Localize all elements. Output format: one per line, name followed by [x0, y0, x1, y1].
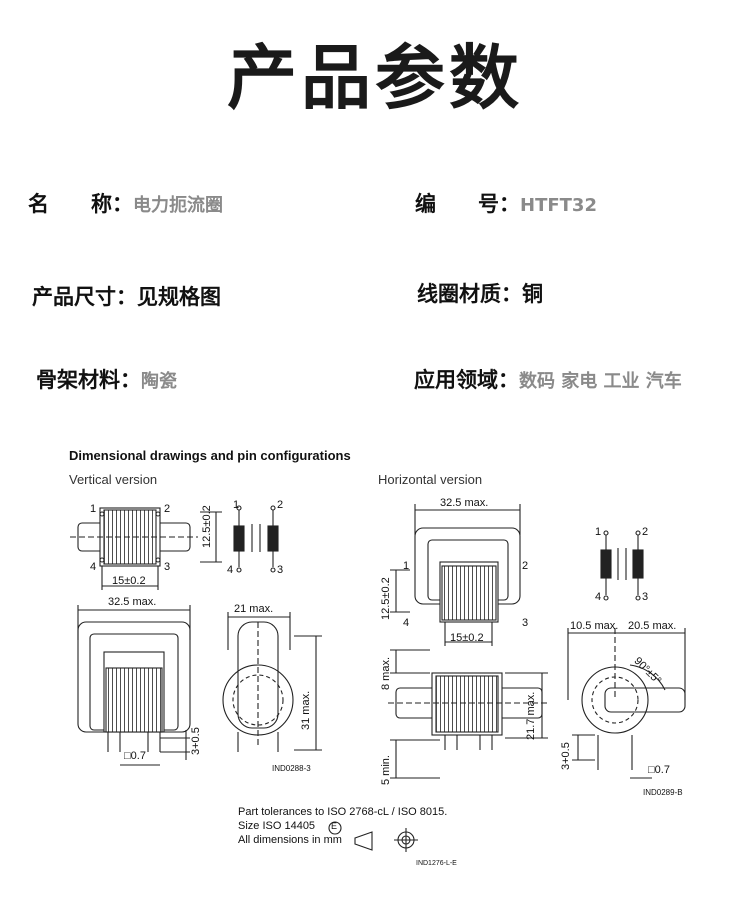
- horizontal-schematic: [600, 530, 644, 601]
- h-body-max: 21.7 max.: [525, 691, 537, 740]
- vertical-side-view: [222, 612, 322, 752]
- projection-symbol: [328, 821, 418, 852]
- drawing-heading: Dimensional drawings and pin configurati…: [69, 448, 351, 463]
- h-pin-2: 2: [522, 560, 529, 572]
- horizontal-side-view: [567, 628, 686, 779]
- v-height-max: 31 max.: [300, 690, 312, 730]
- v-height: 12.5±0.2: [201, 505, 213, 548]
- h-pin-square: □0.7: [648, 764, 670, 776]
- v-pin-4: 4: [90, 561, 97, 573]
- param-application: 应用领域：数码 家电 工业 汽车: [414, 364, 682, 394]
- vs-pin-2: 2: [277, 499, 284, 511]
- horizontal-top-view: [390, 504, 521, 646]
- param-size-value: 见规格图: [137, 285, 221, 309]
- param-code: 编 号：HTFT32: [415, 188, 597, 218]
- tolerance-line-1: Part tolerances to ISO 2768-cL / ISO 801…: [238, 806, 448, 818]
- v-drawing-code: IND0288-3: [272, 764, 311, 773]
- param-bobbin: 骨架材料：陶瓷: [36, 364, 177, 394]
- param-application-value: 数码 家电 工业 汽车: [519, 371, 682, 392]
- h-height: 12.5±0.2: [380, 577, 392, 620]
- v-pin-square: □0.7: [124, 750, 146, 762]
- tolerance-line-3: All dimensions in mm: [238, 834, 342, 846]
- hs-pin-4: 4: [595, 591, 602, 603]
- h-drawing-code: IND0289-B: [643, 788, 683, 797]
- tolerance-e-mark: E: [331, 821, 338, 831]
- h-pin-1: 1: [403, 560, 410, 572]
- h-top-max: 8 max.: [380, 656, 392, 690]
- vertical-top-view: [70, 507, 222, 590]
- v-pin-length: 3+0.5: [190, 727, 202, 755]
- param-code-label: 编 号：: [415, 192, 520, 216]
- h-width-max: 32.5 max.: [440, 497, 489, 509]
- horizontal-label: Horizontal version: [378, 472, 483, 487]
- hs-pin-1: 1: [595, 526, 602, 538]
- v-depth-max: 21 max.: [234, 603, 274, 615]
- param-bobbin-label: 骨架材料：: [36, 368, 141, 392]
- v-pitch: 15±0.2: [112, 575, 146, 587]
- v-pin-1: 1: [90, 503, 97, 515]
- h-right-max: 20.5 max.: [628, 620, 677, 632]
- param-application-label: 应用领域：: [414, 368, 519, 392]
- tolerance-code: IND1276-L-E: [416, 860, 457, 867]
- param-coil-label: 线圈材质：: [417, 282, 522, 306]
- vs-pin-4: 4: [227, 564, 234, 576]
- param-size-label: 产品尺寸：: [32, 285, 137, 309]
- param-size: 产品尺寸：见规格图: [32, 281, 221, 311]
- param-name-value: 电力扼流圈: [133, 195, 223, 216]
- param-name: 名 称：电力扼流圈: [28, 188, 223, 218]
- param-code-value: HTFT32: [520, 195, 597, 216]
- v-pin-2: 2: [164, 503, 171, 515]
- horizontal-front-view: [388, 649, 550, 779]
- v-pin-3: 3: [164, 561, 171, 573]
- vertical-front-view: [77, 605, 191, 766]
- vertical-label: Vertical version: [69, 472, 158, 487]
- param-bobbin-value: 陶瓷: [141, 371, 177, 392]
- tolerance-line-2: Size ISO 14405: [238, 820, 316, 832]
- h-min: 5 min.: [380, 755, 392, 785]
- param-name-label: 名 称：: [28, 192, 133, 216]
- h-pin-length: 3+0.5: [560, 742, 572, 770]
- vs-pin-3: 3: [277, 564, 284, 576]
- vs-pin-1: 1: [233, 499, 240, 511]
- hs-pin-2: 2: [642, 526, 649, 538]
- page-title: 产品参数: [227, 37, 523, 119]
- h-left-max: 10.5 max.: [570, 620, 619, 632]
- h-pin-4: 4: [403, 617, 410, 629]
- hs-pin-3: 3: [642, 591, 649, 603]
- v-width-max: 32.5 max.: [108, 596, 157, 608]
- h-pitch: 15±0.2: [450, 632, 484, 644]
- vertical-schematic: [233, 505, 279, 573]
- param-coil: 线圈材质：铜: [417, 278, 543, 308]
- h-pin-3: 3: [522, 617, 529, 629]
- param-coil-value: 铜: [522, 282, 543, 306]
